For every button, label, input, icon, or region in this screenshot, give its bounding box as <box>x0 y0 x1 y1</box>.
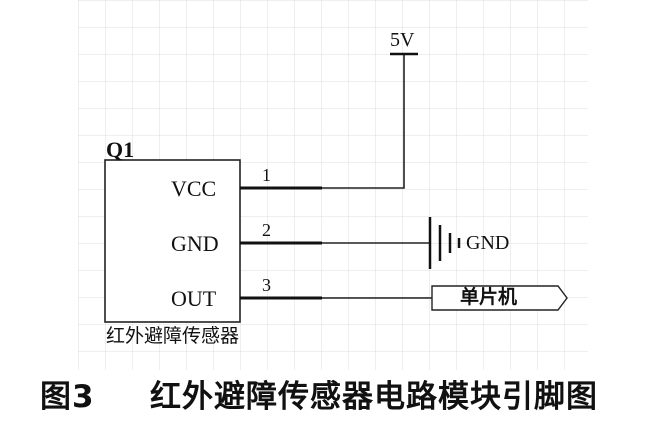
pin-1-name: VCC <box>171 176 217 201</box>
pin-3-number: 3 <box>262 275 271 295</box>
pin-2-name: GND <box>171 231 219 256</box>
component-ref: Q1 <box>106 137 135 162</box>
pin-2-number: 2 <box>262 220 271 240</box>
figure-caption-number: 图3 <box>40 379 95 415</box>
figure-caption-text: 红外避障传感器电路模块引脚图 <box>150 379 598 415</box>
component-name: 红外避障传感器 <box>106 325 240 347</box>
pin-3-name: OUT <box>171 286 217 311</box>
ground-label: GND <box>466 232 510 254</box>
pin-1-number: 1 <box>262 165 271 185</box>
power-label: 5V <box>390 29 415 51</box>
component-body <box>104 159 241 323</box>
net-label-text: 单片机 <box>460 286 518 308</box>
net-label-flag <box>431 285 568 311</box>
vcc-wire <box>322 54 405 189</box>
